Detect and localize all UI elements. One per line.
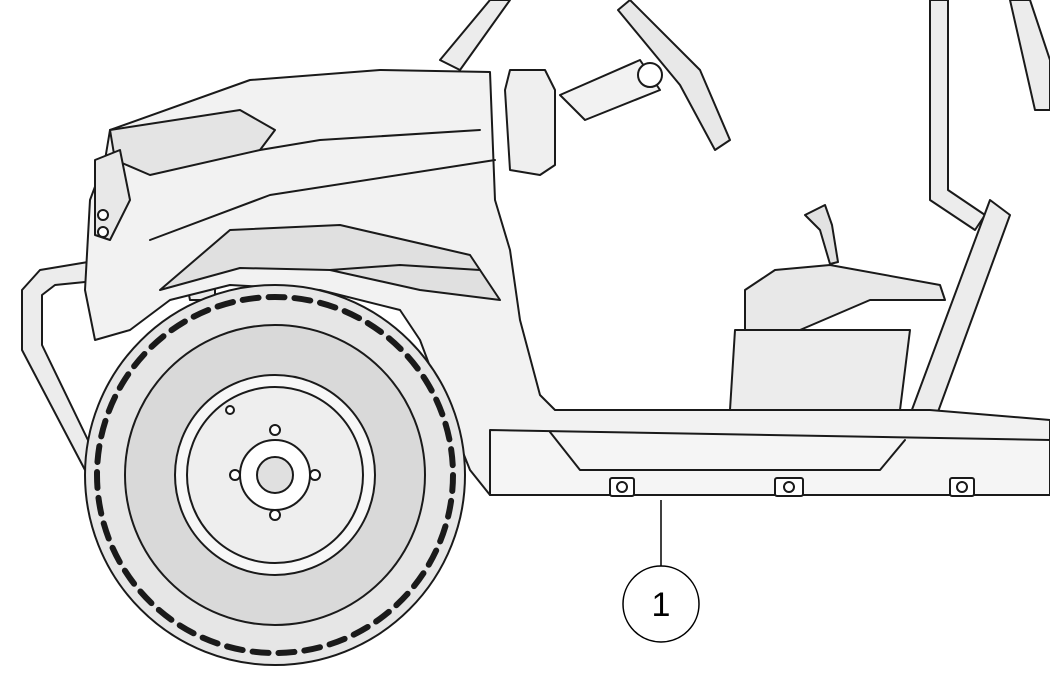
- roll-cage: [439, 0, 1050, 421]
- headlight-cluster: [94, 149, 131, 241]
- steering-wheel: [559, 0, 731, 151]
- reservoir-bottle: [504, 69, 556, 176]
- callout-1: 1: [622, 500, 700, 643]
- front-wheel: [84, 284, 466, 666]
- cab-interior: [729, 204, 946, 411]
- callout-number: 1: [652, 586, 671, 624]
- vehicle-body: [84, 69, 1050, 496]
- side-rocker-panel: [489, 429, 1050, 497]
